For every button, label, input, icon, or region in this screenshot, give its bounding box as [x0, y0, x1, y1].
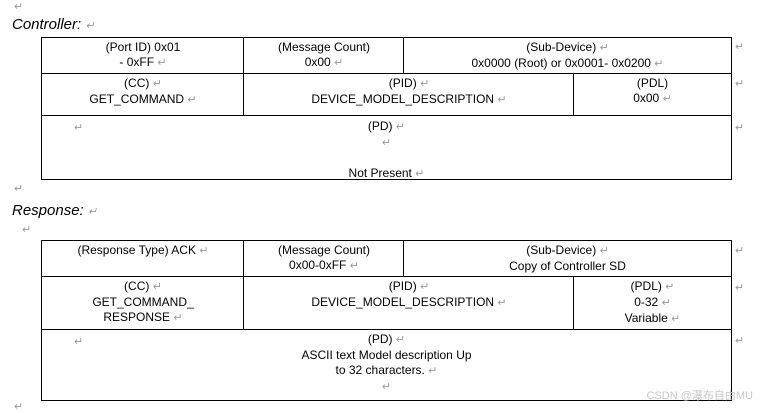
- controller-pdl-cell: (PDL) 0x00 ↵: [574, 76, 731, 107]
- paragraph-mark: ↵: [420, 281, 430, 293]
- cc-label: (CC): [124, 76, 150, 90]
- paragraph-mark: ↵: [415, 168, 425, 180]
- response-message-count-cell: (Message Count) 0x00-0xFF ↵: [244, 243, 404, 274]
- paragraph-mark: ↵: [334, 57, 344, 69]
- paragraph-mark: ↵: [14, 183, 24, 195]
- watermark: CSDN @瀑布自由MU: [646, 390, 754, 402]
- message-count-value: 0x00: [304, 55, 331, 69]
- row-end-mark: ↵: [735, 282, 745, 294]
- paragraph-mark: ↵: [599, 245, 609, 257]
- cc-label: (CC): [124, 279, 150, 293]
- response-heading: Response: ↵: [12, 202, 97, 219]
- controller-heading: Controller: ↵: [12, 16, 95, 33]
- pdl-value: 0x00: [633, 91, 660, 105]
- pd-label: (PD): [367, 332, 393, 346]
- row-end-mark: ↵: [735, 122, 745, 134]
- response-cc-cell: (CC) ↵ GET_COMMAND_ RESPONSE ↵: [42, 279, 244, 326]
- paragraph-mark: ↵: [14, 401, 24, 413]
- controller-table: (Port ID) 0x01 - 0xFF ↵ (Message Count) …: [41, 37, 732, 180]
- paragraph-mark: ↵: [654, 58, 664, 70]
- cc-value: GET_COMMAND: [89, 92, 185, 106]
- paragraph-mark: ↵: [395, 121, 406, 133]
- sub-device-label: (Sub-Device): [526, 243, 597, 257]
- pd-value: Not Present: [348, 166, 412, 180]
- row-end-mark: ↵: [735, 41, 745, 53]
- response-type-cell: (Response Type) ACK ↵: [42, 243, 244, 259]
- controller-pid-cell: (PID) ↵ DEVICE_MODEL_DESCRIPTION ↵: [244, 76, 574, 108]
- message-count-value: 0x00-0xFF: [289, 258, 347, 272]
- paragraph-mark: ↵: [349, 260, 359, 272]
- sub-device-value: Copy of Controller SD: [509, 259, 626, 273]
- response-pdl-cell: (PDL) ↵ 0-32 ↵ Variable ↵: [574, 279, 731, 327]
- response-heading-text: Response:: [12, 202, 84, 219]
- sub-device-value: 0x0000 (Root) or 0x0001- 0x0200: [471, 56, 651, 70]
- controller-sub-device-cell: (Sub-Device) ↵ 0x0000 (Root) or 0x0001- …: [404, 40, 731, 72]
- message-count-label: (Message Count): [277, 40, 371, 54]
- paragraph-mark: ↵: [14, 1, 24, 13]
- pd-label: (PD): [367, 119, 393, 133]
- pdl-label: (PDL): [636, 76, 669, 90]
- pd-value-line2: to 32 characters.: [335, 363, 425, 377]
- pd-value-line1: ASCII text Model description Up: [301, 348, 472, 362]
- pdl-value: 0-32: [634, 295, 659, 309]
- paragraph-mark: ↵: [74, 336, 84, 348]
- cc-value-line1: GET_COMMAND_: [92, 295, 194, 309]
- paragraph-mark: ↵: [152, 78, 162, 90]
- cc-value-line2: RESPONSE: [103, 310, 171, 324]
- paragraph-mark: ↵: [395, 334, 406, 346]
- controller-pd-cell: (PD) ↵ ↵ Not Present ↵: [42, 119, 731, 182]
- row-end-mark: ↵: [735, 245, 745, 257]
- pdl-label: (PDL): [630, 279, 662, 293]
- paragraph-mark: ↵: [428, 365, 438, 377]
- response-type-label: (Response Type) ACK: [77, 243, 196, 257]
- port-id-value: - 0xFF: [119, 55, 155, 69]
- paragraph-mark: ↵: [173, 312, 183, 324]
- paragraph-mark: ↵: [497, 94, 507, 106]
- paragraph-mark: ↵: [665, 281, 675, 293]
- paragraph-mark: ↵: [661, 297, 671, 309]
- pid-label: (PID): [388, 279, 417, 293]
- row-end-mark: ↵: [735, 78, 745, 90]
- row-end-mark: ↵: [735, 335, 745, 347]
- response-sub-device-cell: (Sub-Device) ↵ Copy of Controller SD: [404, 243, 731, 274]
- pdl-variable: Variable: [624, 311, 668, 325]
- paragraph-mark: ↵: [420, 78, 430, 90]
- paragraph-mark: ↵: [662, 93, 672, 105]
- paragraph-mark: ↵: [87, 206, 98, 218]
- paragraph-mark: ↵: [497, 297, 507, 309]
- pid-label: (PID): [388, 76, 417, 90]
- controller-port-id-cell: (Port ID) 0x01 - 0xFF ↵: [42, 40, 244, 71]
- response-table: (Response Type) ACK ↵ (Message Count) 0x…: [41, 240, 732, 401]
- paragraph-mark: ↵: [199, 245, 209, 257]
- paragraph-mark: ↵: [85, 20, 95, 32]
- controller-message-count-cell: (Message Count) 0x00 ↵: [244, 40, 404, 71]
- port-id-label: (Port ID) 0x01: [105, 40, 181, 54]
- paragraph-mark: ↵: [381, 381, 392, 393]
- paragraph-mark: ↵: [671, 313, 681, 325]
- paragraph-mark: ↵: [157, 57, 167, 69]
- paragraph-mark: ↵: [74, 122, 84, 134]
- response-pd-cell: (PD) ↵ ASCII text Model description Up t…: [42, 332, 731, 395]
- message-count-label: (Message Count): [277, 243, 371, 257]
- paragraph-mark: ↵: [381, 137, 392, 149]
- controller-cc-cell: (CC) ↵ GET_COMMAND ↵: [42, 76, 244, 108]
- controller-heading-text: Controller:: [12, 16, 82, 33]
- pid-value: DEVICE_MODEL_DESCRIPTION: [311, 295, 495, 309]
- paragraph-mark: ↵: [152, 281, 162, 293]
- sub-device-label: (Sub-Device): [526, 40, 597, 54]
- paragraph-mark: ↵: [22, 224, 32, 236]
- response-pid-cell: (PID) ↵ DEVICE_MODEL_DESCRIPTION ↵: [244, 279, 574, 311]
- paragraph-mark: ↵: [187, 94, 197, 106]
- paragraph-mark: ↵: [599, 42, 609, 54]
- pid-value: DEVICE_MODEL_DESCRIPTION: [311, 92, 495, 106]
